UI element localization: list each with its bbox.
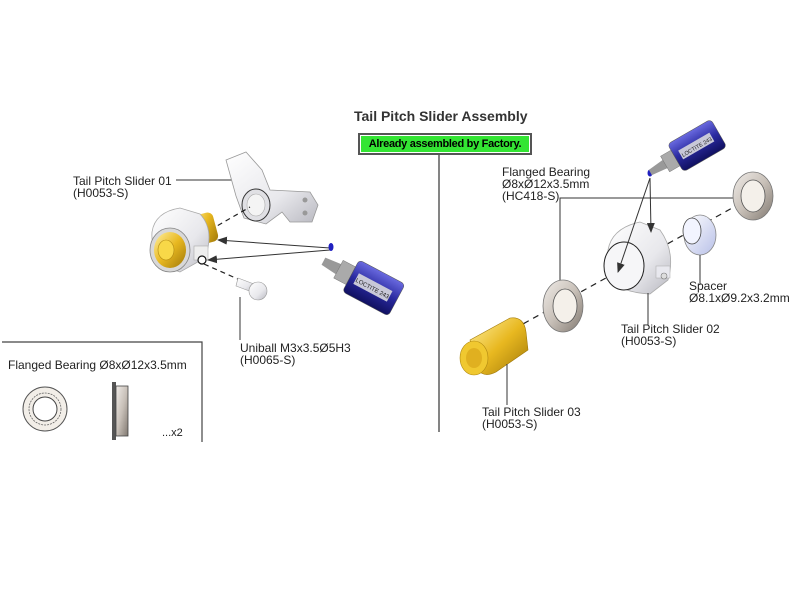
slider01-code: (H0053-S) xyxy=(73,186,129,200)
slider-body-left xyxy=(149,207,219,273)
uniball-name: Uniball M3x3.5Ø5H3 xyxy=(240,341,351,355)
spacer-name: Spacer xyxy=(689,279,728,293)
glue-drop-left xyxy=(328,243,334,251)
leader-flanged-bearing xyxy=(559,197,740,283)
label-slider03: Tail Pitch Slider 03 (H0053-S) xyxy=(482,406,581,430)
slider03-code: (H0053-S) xyxy=(482,417,538,431)
spacer-size: Ø8.1xØ9.2x3.2mm xyxy=(689,291,790,305)
label-spacer: Spacer Ø8.1xØ9.2x3.2mm xyxy=(689,280,790,304)
slider03-name: Tail Pitch Slider 03 xyxy=(482,405,581,419)
label-flanged-bearing: Flanged Bearing Ø8xØ12x3.5mm (HC418-S) xyxy=(502,166,590,202)
loctite-bottle-left: LOCTITE 243 xyxy=(321,257,405,315)
flanged-bearing-top xyxy=(732,171,774,221)
label-slider01: Tail Pitch Slider 01 (H0053-S) xyxy=(73,175,172,199)
bearing-code: (HC418-S) xyxy=(502,189,560,203)
spacer xyxy=(682,214,717,256)
page-title: Tail Pitch Slider Assembly xyxy=(354,108,528,124)
tail-pitch-slider-02 xyxy=(603,221,672,295)
tail-pitch-slider-01 xyxy=(225,151,319,225)
parts-box-quantity: ...x2 xyxy=(162,427,183,439)
bearing-front-view xyxy=(22,386,68,432)
leader-slider01 xyxy=(176,179,241,201)
bearing-side-view xyxy=(112,382,129,440)
slider02-name: Tail Pitch Slider 02 xyxy=(621,322,720,336)
parts-box-border xyxy=(2,341,203,442)
slider02-code: (H0053-S) xyxy=(621,334,677,348)
bearing-name: Flanged Bearing xyxy=(502,165,591,179)
loctite-bottle-right: LOCTITE 243 xyxy=(648,120,726,176)
label-slider02: Tail Pitch Slider 02 (H0053-S) xyxy=(621,323,720,347)
factory-assembled-badge: Already assembled by Factory. xyxy=(358,133,532,155)
bearing-size: Ø8xØ12x3.5mm xyxy=(502,177,590,191)
label-uniball: Uniball M3x3.5Ø5H3 (H0065-S) xyxy=(240,342,351,366)
parts-box-label: Flanged Bearing Ø8xØ12x3.5mm xyxy=(8,358,187,372)
flanged-bearing-bottom xyxy=(542,279,584,333)
uniball xyxy=(235,277,268,301)
tail-pitch-slider-03 xyxy=(459,317,529,376)
slider01-name: Tail Pitch Slider 01 xyxy=(73,174,172,188)
uniball-code: (H0065-S) xyxy=(240,353,296,367)
